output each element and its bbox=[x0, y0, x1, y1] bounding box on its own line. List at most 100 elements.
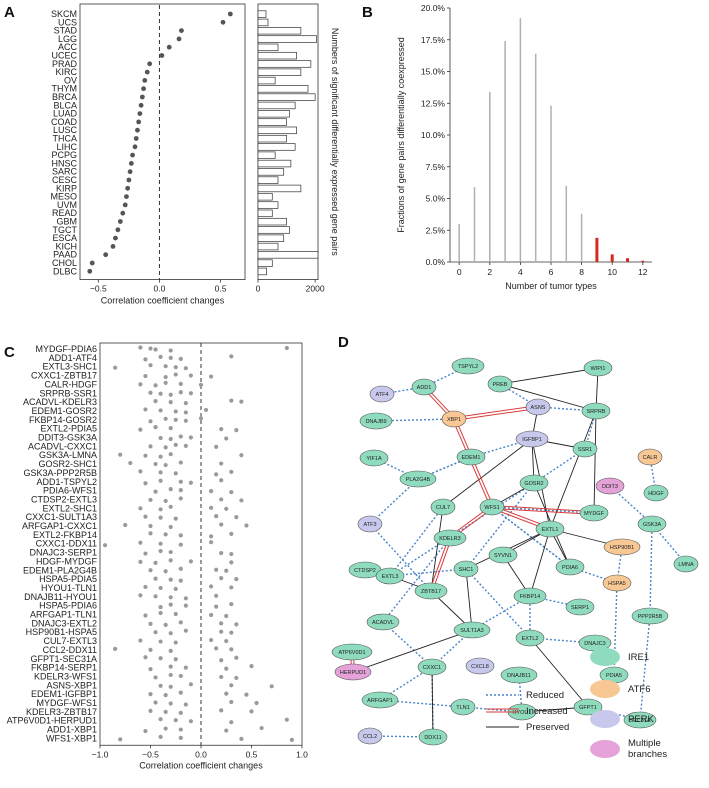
panel-d-node-label: ATF3 bbox=[363, 522, 376, 528]
panel-a-bar bbox=[257, 259, 273, 267]
panel-a-point bbox=[144, 69, 150, 75]
panel-c-point bbox=[153, 461, 158, 467]
panel-c-row-label: EXTL3-SHC1 bbox=[42, 362, 97, 372]
panel-c-point bbox=[229, 531, 234, 536]
panel-a-point bbox=[141, 86, 146, 92]
panel-c-row-label: SRPRB-SSR1 bbox=[39, 388, 97, 398]
panel-d-edge-reduced bbox=[369, 478, 419, 525]
panel-c-point bbox=[158, 605, 163, 610]
panel-b-y-tick-label: 0.0% bbox=[426, 257, 446, 267]
panel-b-bar bbox=[580, 213, 583, 262]
panel-c-point bbox=[168, 558, 173, 563]
panel-d-edge-preserved bbox=[352, 629, 473, 673]
panel-d-node-label: CCL2 bbox=[363, 734, 377, 740]
panel-a-bar bbox=[257, 168, 285, 176]
panel-c-point bbox=[198, 382, 204, 387]
panel-c-point bbox=[163, 709, 168, 714]
panel-d-node bbox=[603, 538, 641, 556]
panel-a-x-label: Correlation coefficient changes bbox=[101, 296, 225, 306]
panel-d-node-label: HSPA5 bbox=[608, 581, 626, 587]
panel-c-point bbox=[168, 684, 173, 689]
panel-b-y-tick-label: 17.5% bbox=[421, 35, 446, 45]
legend-reduced-label: Reduced bbox=[526, 690, 564, 701]
panel-c-point bbox=[224, 436, 229, 441]
panel-c-point bbox=[214, 593, 219, 598]
panel-b-y-label: Fractions of gene pairs differentially c… bbox=[396, 37, 406, 232]
panel-a-row-label: BRCA bbox=[52, 92, 77, 102]
panel-b-x-tick-label: 10 bbox=[607, 267, 617, 277]
panel-a-bar bbox=[257, 143, 296, 151]
panel-c-point bbox=[219, 522, 224, 527]
panel-c-point bbox=[148, 444, 153, 449]
panel-c-x-tick-label: −0.5 bbox=[142, 749, 159, 759]
panel-d-node-label: ZBTB17 bbox=[421, 589, 441, 595]
panel-a-bar bbox=[257, 159, 292, 168]
panel-c-point bbox=[229, 490, 234, 495]
panel-c-point bbox=[224, 666, 229, 671]
panel-a-bar bbox=[257, 217, 287, 226]
panel-c-point bbox=[138, 638, 143, 643]
panel-c-point bbox=[229, 630, 234, 635]
panel-a-bar-y-label: Numbers of significant differentially ex… bbox=[330, 28, 340, 256]
panel-b-y-tick-label: 12.5% bbox=[421, 98, 446, 108]
panel-c-row-label: EDEM1-PLA2G4B bbox=[23, 565, 97, 575]
panel-b-bar bbox=[534, 53, 537, 262]
panel-c-point bbox=[153, 700, 158, 705]
panel-a-bar bbox=[257, 35, 317, 43]
panel-c-row-label: HSPA5-PDIA5 bbox=[39, 574, 97, 584]
panel-c-point bbox=[168, 648, 173, 654]
panel-c-point bbox=[239, 498, 244, 503]
panel-a-bar bbox=[257, 118, 287, 126]
panel-d-node-label: SERP1 bbox=[571, 605, 589, 611]
panel-c-point bbox=[188, 480, 193, 485]
panel-c-point bbox=[153, 399, 158, 404]
panel-c-point bbox=[168, 436, 173, 442]
panel-a-bar bbox=[257, 201, 279, 209]
legend-node-label: PERK bbox=[628, 714, 655, 725]
panel-c-row-label: MYDGF-PDIA6 bbox=[35, 344, 97, 354]
panel-c-point bbox=[224, 568, 229, 573]
panel-c-point bbox=[224, 506, 229, 511]
panel-c-point bbox=[229, 602, 234, 607]
panel-d-node bbox=[453, 560, 479, 578]
panel-a-point bbox=[89, 260, 95, 266]
panel-a-row-label: THCA bbox=[53, 134, 78, 144]
panel-d-edge-increased bbox=[453, 405, 538, 419]
panel-c-point bbox=[163, 532, 168, 537]
panel-a-bar bbox=[257, 176, 279, 184]
panel-d-node-label: SRPRB bbox=[587, 409, 606, 415]
panel-c-point bbox=[168, 672, 173, 678]
panel-c-point bbox=[183, 702, 188, 707]
panel-d-edge-reduced bbox=[369, 523, 432, 592]
panel-c-row-label: GSK3A-LMNA bbox=[39, 450, 97, 460]
panel-b: 0.0%2.5%5.0%7.5%10.0%12.5%15.0%17.5%20.0… bbox=[396, 3, 652, 291]
panel-d-edge-preserved bbox=[465, 568, 473, 631]
panel-c-point bbox=[178, 542, 183, 547]
panel-a-point bbox=[103, 252, 109, 258]
panel-c-point bbox=[138, 559, 143, 565]
panel-c-point bbox=[219, 478, 224, 483]
panel-d-node bbox=[637, 448, 663, 466]
panel-c-point bbox=[168, 664, 173, 669]
legend-node-label: ATF6 bbox=[628, 684, 651, 695]
panel-c-point bbox=[183, 410, 188, 415]
panel-c-row-label: ADD1-ATF4 bbox=[49, 353, 97, 363]
legend-node-swatch bbox=[590, 648, 620, 666]
legend-node-label: IRE1 bbox=[628, 652, 649, 663]
panel-c-point bbox=[143, 407, 148, 412]
panel-a-point bbox=[159, 53, 165, 58]
panel-d-node bbox=[583, 359, 613, 377]
panel-a-point bbox=[135, 127, 140, 133]
panel-d-node-label: ATP6V0D1 bbox=[338, 650, 365, 656]
panel-c-point bbox=[153, 425, 158, 430]
panel-a-point bbox=[220, 19, 226, 25]
panel-d-edge-increased bbox=[429, 537, 450, 591]
panel-c-row-label: HSP90B1-HSPA5 bbox=[26, 627, 97, 637]
panel-c-point bbox=[178, 735, 183, 741]
panel-c-row-label: GFPT1-SEC31A bbox=[30, 654, 97, 664]
panel-d-node-label: SSR1 bbox=[578, 447, 592, 453]
panel-d-node-label: PDIA6 bbox=[562, 565, 578, 571]
panel-c-point bbox=[118, 737, 123, 742]
panel-b-x-tick-label: 12 bbox=[638, 267, 648, 277]
